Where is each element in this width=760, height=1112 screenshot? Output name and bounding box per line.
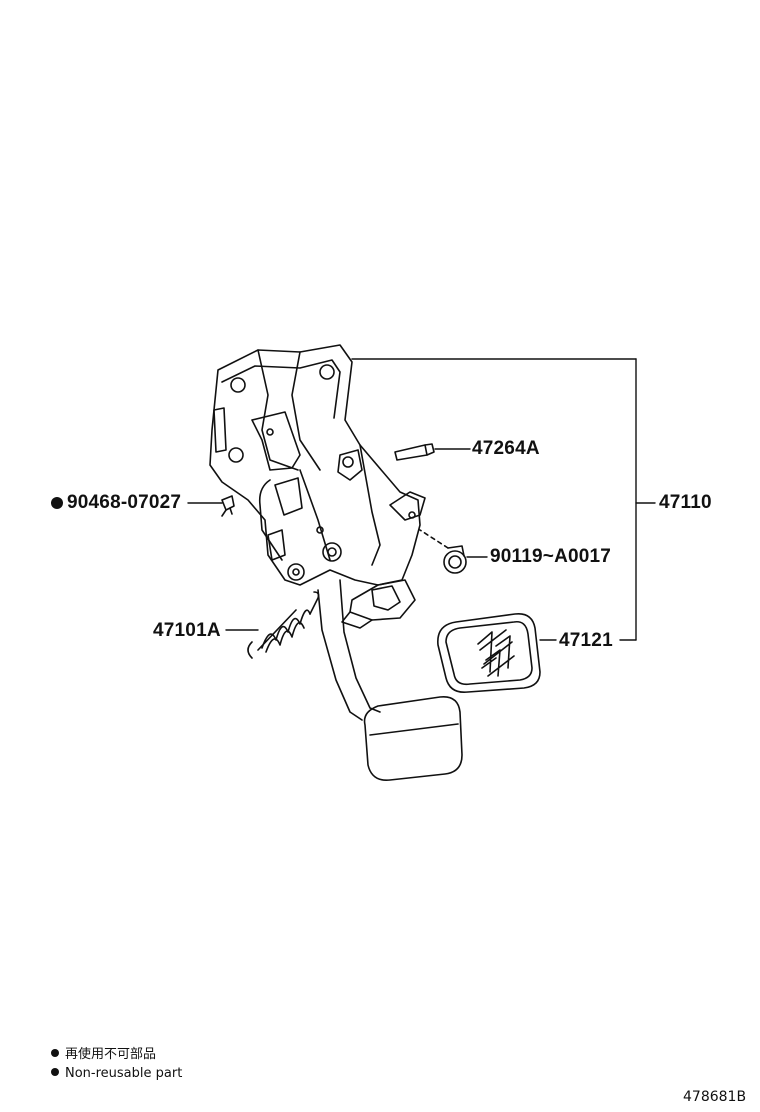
clip-90468 — [221, 495, 235, 517]
part-label-47264A: 47264A — [472, 438, 540, 459]
pedal-pad — [363, 695, 463, 782]
part-label-47110: 47110 — [659, 492, 712, 513]
legend-note-en: Non-reusable part — [51, 1067, 182, 1080]
legend-bullet-icon — [51, 1068, 59, 1076]
bolt-90119 — [419, 529, 467, 574]
part-label-47121: 47121 — [559, 630, 613, 651]
figure-id: 478681B — [683, 1089, 747, 1105]
legend-bullet-icon — [51, 1049, 59, 1057]
non-reusable-bullet-icon — [51, 497, 63, 509]
pedal-pad-cover-47121 — [437, 612, 541, 694]
part-label-47101A: 47101A — [153, 620, 221, 641]
return-spring-47101A — [247, 591, 320, 659]
pin-47264A — [394, 443, 435, 461]
part-label-90119: 90119~A0017 — [490, 546, 612, 567]
legend-note-jp: 再使用不可部品 — [51, 1048, 156, 1061]
part-label-90468: 90468-07027 — [51, 493, 181, 512]
pedal-arm — [317, 579, 381, 721]
pedal-bracket — [209, 344, 426, 629]
leader-lines — [187, 358, 656, 641]
